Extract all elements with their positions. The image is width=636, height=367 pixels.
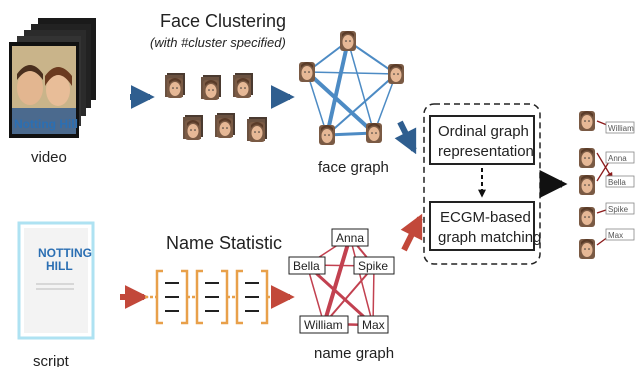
- output-name-boxes: William Anna Bella Spike Max: [605, 121, 635, 241]
- name-node-spike: Spike: [358, 259, 388, 273]
- video-poster-title: Notting Hill: [14, 117, 78, 131]
- face-clustering-title: Face Clustering: [160, 11, 286, 31]
- name-node-william: William: [304, 318, 343, 332]
- face-clusters: [165, 73, 267, 142]
- script-cover-title-1: NOTTING: [38, 246, 92, 260]
- script-document: NOTTING HILL: [17, 221, 95, 340]
- ordinal-box-line-2: representation: [438, 143, 534, 160]
- ecgm-box-line-1: ECGM-based: [440, 209, 531, 226]
- cluster-note: (with #cluster specified): [150, 35, 286, 50]
- output-name-william: William: [608, 124, 634, 133]
- ecgm-box-line-2: graph matching: [438, 229, 541, 246]
- output-name-bella: Bella: [608, 178, 626, 187]
- arrow-face-graph-to-matching: [394, 120, 417, 155]
- name-node-bella: Bella: [293, 259, 320, 273]
- ordinal-box-line-1: Ordinal graph: [438, 123, 529, 140]
- video-frames-stack: Notting Hill: [9, 18, 96, 138]
- face-graph: [299, 31, 404, 145]
- ordinal-graph-box: [429, 115, 535, 165]
- output-name-anna: Anna: [608, 154, 627, 163]
- video-label: video: [31, 149, 67, 166]
- output-name-max: Max: [608, 231, 623, 240]
- output-face-column: [579, 111, 595, 259]
- name-statistic-title: Name Statistic: [166, 233, 282, 253]
- arrow-name-graph-to-matching: [400, 213, 423, 252]
- name-graph-label: name graph: [314, 345, 394, 362]
- name-node-anna: Anna: [336, 231, 364, 245]
- name-node-max: Max: [362, 318, 385, 332]
- ecgm-box: [429, 201, 535, 251]
- output-name-spike: Spike: [608, 205, 629, 214]
- face-graph-label: face graph: [318, 159, 389, 176]
- name-graph: Anna Bella Spike William Max: [288, 228, 395, 334]
- name-statistic-brackets: [145, 269, 276, 325]
- script-cover-title-2: HILL: [46, 259, 73, 273]
- script-label: script: [33, 353, 70, 367]
